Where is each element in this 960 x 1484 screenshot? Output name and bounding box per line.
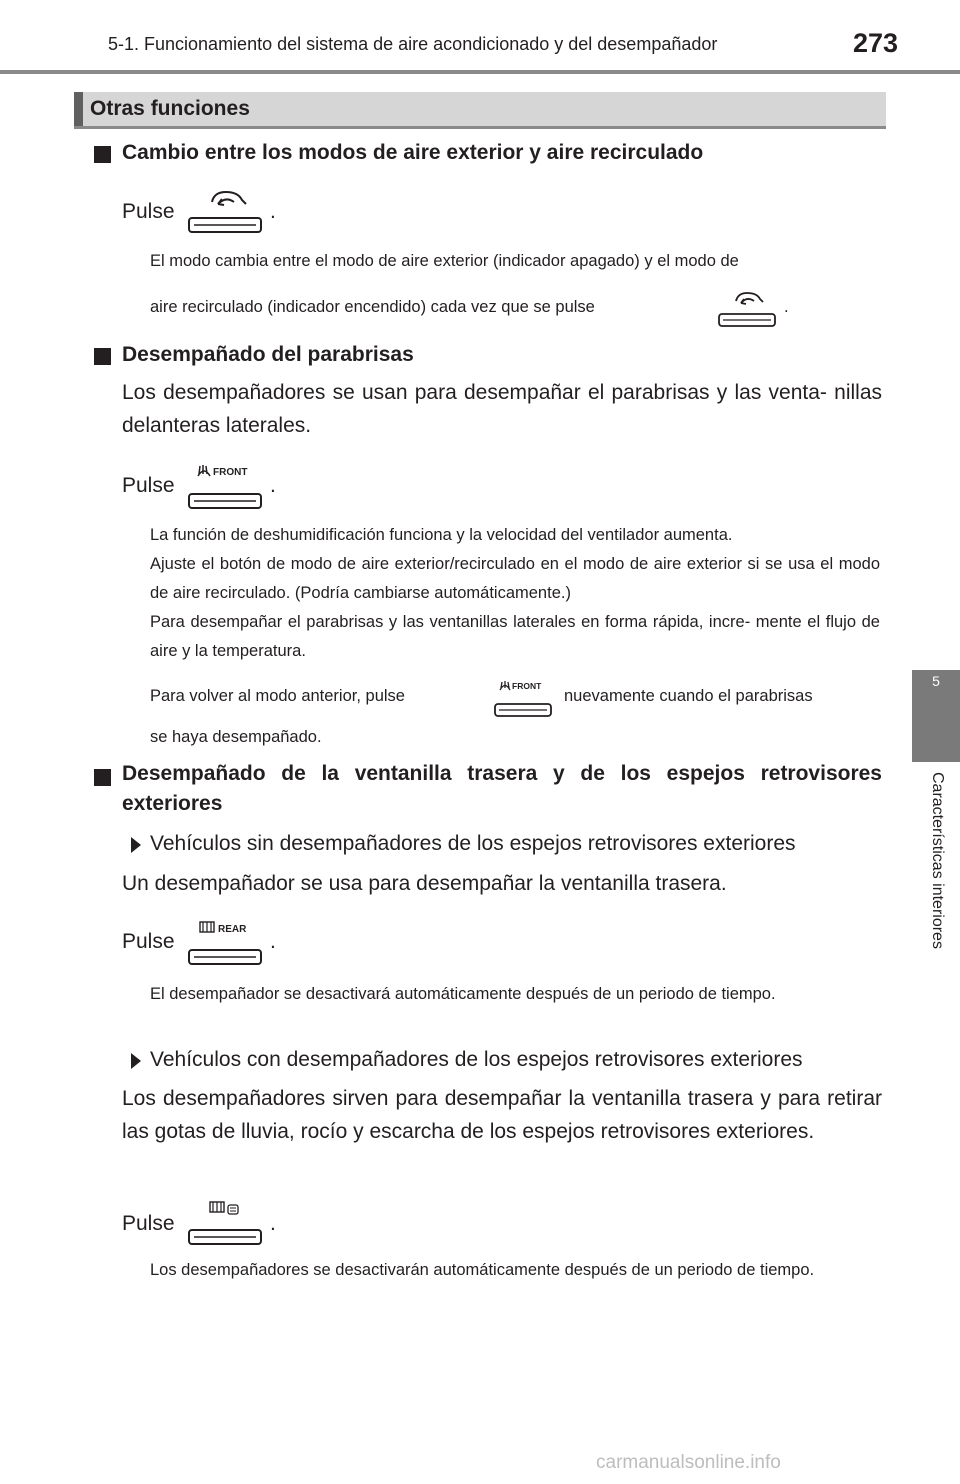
note-line: Para volver al modo anterior, pulse	[150, 687, 405, 705]
heading-bullet	[94, 769, 111, 786]
period: .	[270, 474, 276, 497]
heading-bullet	[94, 348, 111, 365]
page-number: 273	[853, 28, 899, 58]
svg-text:FRONT: FRONT	[213, 467, 247, 478]
header-rule	[0, 70, 960, 74]
heading-rear-defogger: Desempañado de la ventanilla trasera y d…	[122, 762, 882, 815]
mirror-defroster-button	[186, 1198, 264, 1248]
chapter-number: 5	[932, 673, 940, 689]
svg-text:REAR: REAR	[218, 924, 247, 935]
period: .	[270, 930, 276, 953]
note-paragraph: La función de deshumidificación funciona…	[150, 526, 733, 544]
note-line: aire recirculado (indicador encendido) c…	[150, 298, 595, 316]
watermark: carmanualsonline.info	[596, 1452, 781, 1473]
note-paragraph: Los desempañadores se desactivarán autom…	[150, 1261, 815, 1279]
recirculation-button-inline	[716, 288, 778, 330]
heading-windshield: Desempañado del parabrisas	[122, 343, 414, 366]
rear-defroster-icon: REAR	[188, 921, 262, 965]
rear-defroster-button: REAR	[186, 918, 264, 968]
rear-body: Un desempañador se usa para desempañar l…	[122, 872, 727, 895]
note-line: nuevamente cuando el parabrisas	[564, 687, 813, 705]
svg-text:FRONT: FRONT	[512, 681, 542, 691]
pulse-label: Pulse	[122, 930, 175, 953]
period: .	[784, 298, 789, 316]
period: .	[270, 200, 276, 223]
pulse-label: Pulse	[122, 200, 175, 223]
front-defroster-icon: FRONT	[494, 681, 552, 717]
recirculation-button	[186, 186, 264, 236]
front-defroster-button: FRONT	[186, 462, 264, 512]
section-bar-accent	[74, 92, 83, 126]
heading-recirculation: Cambio entre los modos de aire exterior …	[122, 141, 704, 164]
note-line: El modo cambia entre el modo de aire ext…	[150, 252, 739, 270]
chapter-label: Características interiores	[928, 772, 952, 972]
subheading-with-mirror-defoggers: Vehículos con desempañadores de los espe…	[150, 1048, 803, 1071]
rear-mirror-body: Los desempañadores sirven para desempaña…	[122, 1087, 882, 1143]
front-defroster-button-inline: FRONT	[492, 678, 554, 720]
note-paragraph: Ajuste el botón de modo de aire exterior…	[150, 555, 880, 602]
running-header: 5-1. Funcionamiento del sistema de aire …	[108, 34, 718, 54]
front-defroster-icon: FRONT	[188, 465, 262, 509]
section-title: Otras funciones	[90, 97, 250, 120]
period: .	[270, 1212, 276, 1235]
triangle-bullet-icon	[131, 837, 141, 853]
recirculation-icon	[188, 190, 262, 233]
note-paragraph: El desempañador se desactivará automátic…	[150, 985, 776, 1003]
pulse-label: Pulse	[122, 1212, 175, 1235]
subheading-without-mirror-defoggers: Vehículos sin desempañadores de los espe…	[150, 832, 796, 855]
chapter-tab	[912, 670, 960, 762]
recirculation-icon	[718, 292, 776, 327]
section-bar-rule	[74, 126, 886, 129]
section-bar	[74, 92, 886, 129]
note-paragraph: Para desempañar el parabrisas y las vent…	[150, 613, 880, 660]
heading-bullet	[94, 146, 111, 163]
pulse-label: Pulse	[122, 474, 175, 497]
triangle-bullet-icon	[131, 1053, 141, 1069]
windshield-body: Los desempañadores se usan para desempañ…	[122, 381, 882, 437]
note-line: se haya desempañado.	[150, 728, 322, 746]
rear-and-mirror-defroster-icon	[188, 1201, 262, 1245]
chapter-label-text: Características interiores	[929, 772, 946, 949]
